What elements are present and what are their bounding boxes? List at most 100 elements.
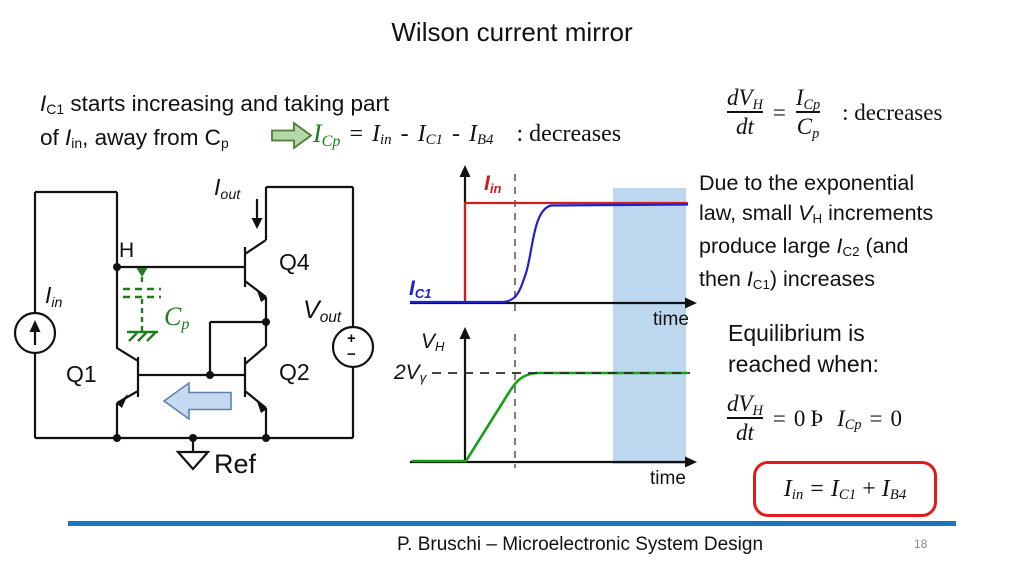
npn-q4 bbox=[243, 187, 268, 322]
fraction-bar bbox=[795, 111, 821, 114]
iin-step-curve bbox=[463, 201, 688, 302]
zero: 0 bbox=[793, 405, 806, 431]
zero-2: 0 bbox=[890, 405, 902, 431]
intro-line2-pre: of bbox=[40, 125, 66, 150]
node-dots bbox=[113, 263, 270, 442]
dvh-num: dVH bbox=[727, 85, 763, 113]
plot1-iin-label: Iin bbox=[484, 172, 502, 197]
intro-line-2: of Iin, away from Cp bbox=[40, 122, 389, 156]
ic1-term: IC1 bbox=[830, 475, 857, 504]
equilibrium-line2: reached when: bbox=[728, 351, 879, 377]
dvh-dt-fraction: dVH dt bbox=[727, 85, 763, 140]
exp-line1: Due to the exponential bbox=[699, 171, 915, 195]
circuit-label-q1: Q1 bbox=[66, 361, 97, 387]
plot-vh bbox=[410, 327, 697, 468]
plot2-y-arrow bbox=[459, 327, 471, 339]
q4-emitter-arrow bbox=[256, 288, 267, 302]
equilibrium-band bbox=[613, 188, 686, 464]
circuit-label-ref: Ref bbox=[214, 449, 257, 479]
circuit-label-q2: Q2 bbox=[279, 359, 310, 385]
q2-emitter-arrow bbox=[256, 399, 267, 413]
exp-line3b: (and bbox=[859, 234, 909, 258]
circuit-label-h: H bbox=[119, 239, 135, 262]
intro-line2-sub: p bbox=[220, 135, 229, 152]
plot1-time-label: time bbox=[653, 309, 689, 330]
vout-voltage-source bbox=[331, 325, 375, 369]
circuit-label-vout: Vout bbox=[303, 296, 342, 326]
dvh-num: dVH bbox=[727, 391, 763, 419]
decreases-note: : decreases bbox=[842, 99, 943, 125]
ic1-sigmoid-curve bbox=[410, 203, 689, 304]
ground-symbol bbox=[175, 450, 211, 471]
plot2-time-label: time bbox=[650, 468, 686, 489]
page-number: 18 bbox=[914, 537, 928, 551]
ib4-term: IB4 bbox=[468, 120, 494, 149]
var-vh-sub: H bbox=[812, 211, 823, 227]
icp-cp-fraction: ICp Cp bbox=[795, 85, 821, 142]
ic1-term: IC1 bbox=[417, 120, 443, 149]
equilibrium-condition-equation: dVH dt = 0 Þ ICp = 0 bbox=[727, 391, 902, 445]
ib4-term: IB4 bbox=[881, 475, 907, 504]
footer-divider-line bbox=[68, 521, 956, 526]
capacitor-cp bbox=[123, 268, 161, 342]
var-ic2: I bbox=[836, 234, 843, 258]
implies-glyph: Þ bbox=[810, 405, 824, 431]
equals-sign: = bbox=[772, 99, 786, 125]
var-ic2-sub: C2 bbox=[842, 244, 860, 260]
q1-emitter-arrow bbox=[117, 394, 128, 408]
cp-top-arrow bbox=[136, 268, 148, 277]
intro-text: IC1 starts increasing and taking part of… bbox=[40, 88, 389, 156]
current-flow-left-arrow bbox=[162, 381, 232, 421]
var-ic1-sub: C1 bbox=[752, 277, 770, 293]
decreases-note: : decreases bbox=[516, 120, 622, 147]
exp-line2a: law, small bbox=[699, 201, 799, 225]
fraction-bar bbox=[727, 111, 763, 114]
exp-line4a: then bbox=[699, 267, 747, 291]
vout-minus-sign: − bbox=[347, 346, 356, 363]
exp-line4b: ) increases bbox=[769, 267, 876, 291]
vout-plus-sign: + bbox=[347, 330, 356, 347]
var-iin: I bbox=[65, 125, 72, 150]
implies-arrow-icon bbox=[271, 121, 313, 150]
derivative-equation: dVH dt = ICp Cp : decreases bbox=[727, 85, 943, 142]
result-equation-box: Iin = IC1 + IB4 bbox=[753, 461, 937, 517]
var-ic1: I bbox=[40, 91, 47, 116]
exp-line3a: produce large bbox=[699, 234, 837, 258]
cp-den: Cp bbox=[796, 114, 820, 142]
var-vh: V bbox=[798, 201, 813, 225]
page-title: Wilson current mirror bbox=[391, 17, 633, 47]
var-ic1-sub: C1 bbox=[46, 101, 65, 118]
plot2-x-arrow bbox=[685, 456, 697, 468]
intro-line-1: IC1 starts increasing and taking part bbox=[40, 88, 389, 122]
dvh-dt-fraction: dVH dt bbox=[727, 391, 763, 445]
flow-equation: ICp = Iin - IC1 - IB4 : decreases bbox=[313, 117, 630, 151]
iin-term: Iin bbox=[783, 475, 804, 504]
plot-currents bbox=[410, 165, 697, 313]
circuit-label-iout: Iout bbox=[214, 174, 241, 203]
npn-q1 bbox=[115, 267, 245, 438]
dt-den: dt bbox=[735, 114, 754, 140]
iin-term: Iin bbox=[372, 120, 392, 149]
equals-sign: = bbox=[772, 405, 786, 431]
circuit-label-iin: Iin bbox=[45, 282, 63, 311]
iin-source-arrow bbox=[29, 320, 41, 332]
wilson-circuit-schematic bbox=[13, 185, 375, 471]
var-ic1: I bbox=[746, 267, 753, 291]
minus-sign: - bbox=[400, 120, 409, 147]
equilibrium-text: Equilibrium is reached when: bbox=[728, 318, 879, 380]
equals-sign-2: = bbox=[869, 405, 883, 431]
plot2-2vgamma-label: 2Vγ bbox=[394, 361, 427, 386]
minus-sign-2: - bbox=[451, 120, 460, 147]
plot2-vh-label: VH bbox=[421, 330, 445, 355]
equals-sign: = bbox=[349, 120, 364, 147]
plot1-ic1-label: IC1 bbox=[409, 277, 432, 302]
feedback-wire bbox=[208, 320, 266, 375]
cp-plates bbox=[123, 287, 161, 299]
iout-arrowhead bbox=[251, 218, 263, 229]
circuit-label-q4: Q4 bbox=[279, 249, 310, 275]
circuit-label-cp: Cp bbox=[164, 302, 190, 334]
intro-line1-text: starts increasing and taking part bbox=[64, 91, 390, 116]
plot1-y-arrow bbox=[459, 165, 471, 177]
icp-term: ICp bbox=[837, 405, 862, 434]
